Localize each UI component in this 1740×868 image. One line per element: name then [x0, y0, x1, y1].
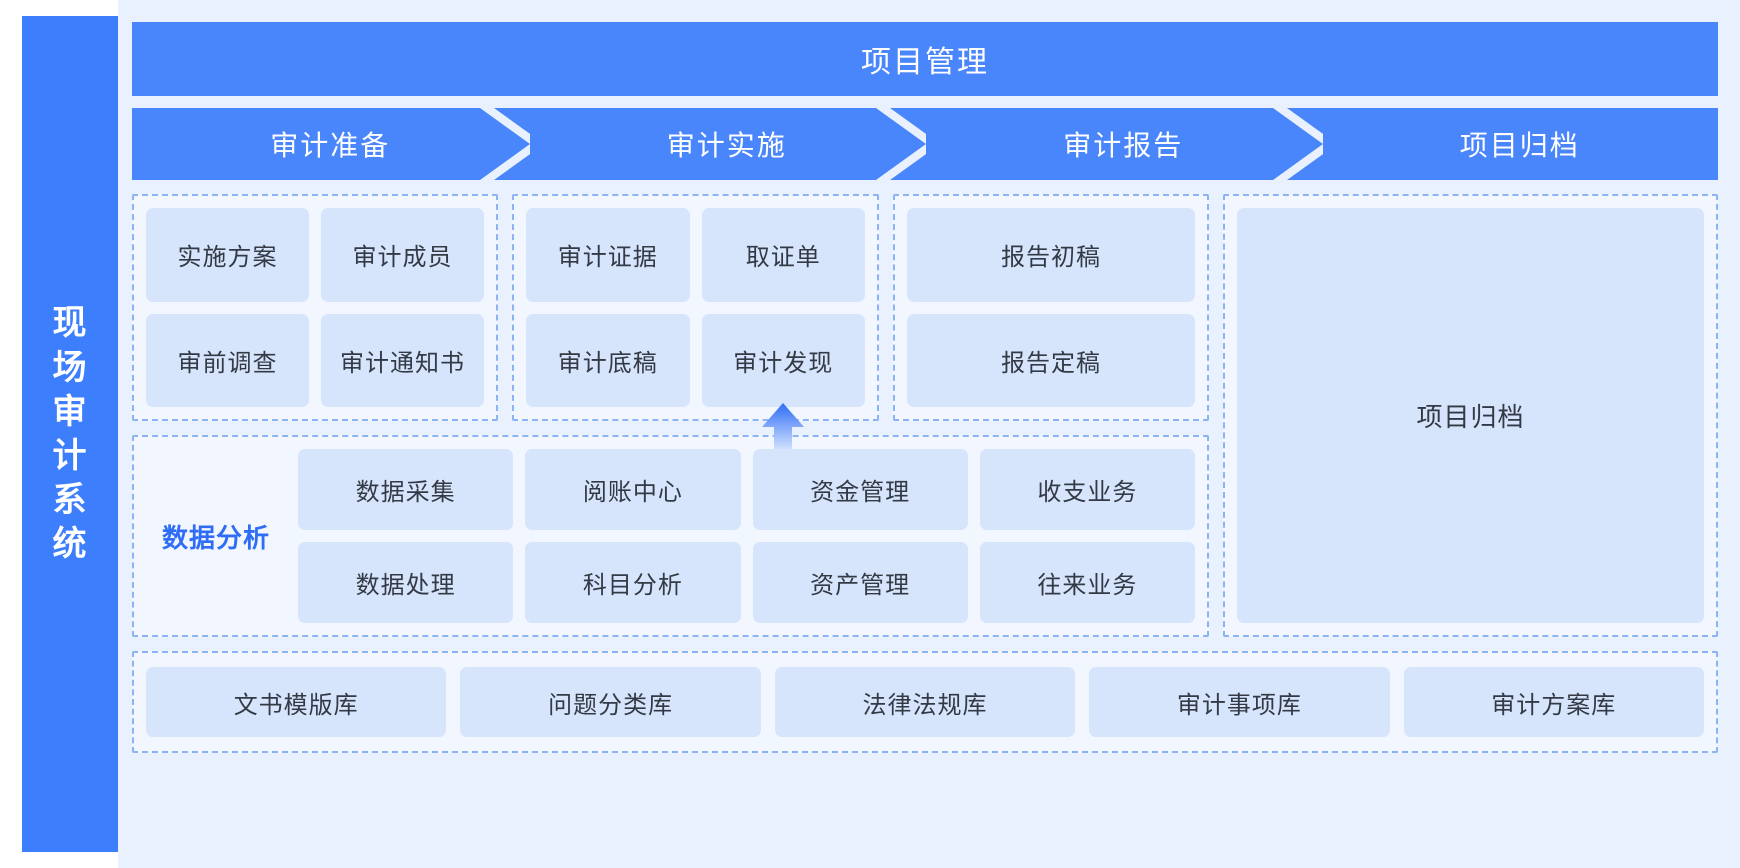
card-shenji-faxian[interactable]: 审计发现 — [701, 313, 865, 407]
card-zichan-guanli[interactable]: 资产管理 — [752, 542, 968, 623]
content-region: 实施方案 审计成员 审前调查 审计通知书 审计证据 取证单 审计底稿 审计发现 — [132, 194, 1718, 637]
card-baogao-dinggao[interactable]: 报告定稿 — [907, 313, 1195, 407]
card-xiangmu-guidang[interactable]: 项目归档 — [1237, 208, 1704, 623]
phase-audit-preparation[interactable]: 审计准备 — [132, 108, 530, 180]
header-project-management[interactable]: 项目管理 — [132, 22, 1718, 96]
chevron-right-icon — [876, 108, 926, 180]
card-falv-faguiku[interactable]: 法律法规库 — [774, 667, 1076, 737]
card-shuju-chuli[interactable]: 数据处理 — [298, 542, 514, 623]
phase-audit-report[interactable]: 审计报告 — [925, 108, 1323, 180]
arrow-up-icon — [762, 403, 804, 449]
brand-rail: 现场审计系统 — [22, 16, 118, 852]
card-shishi-fangan[interactable]: 实施方案 — [146, 208, 309, 302]
group-data-analysis: 数据分析 数据采集 阅账中心 资金管理 收支业务 数据处理 科目分析 资产管理 … — [132, 403, 1209, 637]
card-shouzhi-yewu[interactable]: 收支业务 — [979, 449, 1195, 530]
card-yuezhang-zhongxin[interactable]: 阅账中心 — [525, 449, 741, 530]
phase-label: 审计实施 — [666, 130, 787, 161]
phase-label: 审计报告 — [1063, 130, 1184, 161]
group-audit-implementation: 审计证据 取证单 审计底稿 审计发现 — [512, 194, 879, 421]
card-zijin-guanli[interactable]: 资金管理 — [752, 449, 968, 530]
card-baogao-chugao[interactable]: 报告初稿 — [907, 208, 1195, 302]
group-knowledge-libraries: 文书模版库 问题分类库 法律法规库 审计事项库 审计方案库 — [132, 651, 1718, 753]
brand-title: 现场审计系统 — [52, 304, 88, 564]
phase-label: 项目归档 — [1459, 130, 1580, 161]
card-shenji-zhengju[interactable]: 审计证据 — [526, 208, 690, 302]
group-project-archive: 项目归档 — [1223, 194, 1718, 637]
card-shenji-tongzhishu[interactable]: 审计通知书 — [321, 313, 484, 407]
card-quzhengdan[interactable]: 取证单 — [701, 208, 865, 302]
phase-label: 审计准备 — [270, 130, 391, 161]
card-shenqian-diaocha[interactable]: 审前调查 — [146, 313, 309, 407]
main-board: 项目管理 审计准备 审计实施 审计报告 — [118, 0, 1740, 868]
left-stack: 实施方案 审计成员 审前调查 审计通知书 审计证据 取证单 审计底稿 审计发现 — [132, 194, 1209, 637]
chevron-right-icon — [479, 108, 530, 180]
card-shenji-digao[interactable]: 审计底稿 — [526, 313, 690, 407]
card-shenji-shixiangku[interactable]: 审计事项库 — [1089, 667, 1390, 737]
card-shuju-caiji[interactable]: 数据采集 — [298, 449, 514, 530]
header-title: 项目管理 — [861, 46, 989, 79]
data-analysis-label: 数据分析 — [161, 522, 270, 553]
card-wanglai-yewu[interactable]: 往来业务 — [979, 542, 1195, 623]
chevron-right-icon — [1272, 108, 1323, 180]
card-shenji-chengyuan[interactable]: 审计成员 — [321, 208, 484, 302]
card-kemu-fenxi[interactable]: 科目分析 — [525, 542, 741, 623]
group-audit-preparation: 实施方案 审计成员 审前调查 审计通知书 — [132, 194, 498, 421]
card-wenshu-mobanku[interactable]: 文书模版库 — [146, 667, 447, 737]
phase-audit-implementation[interactable]: 审计实施 — [528, 108, 926, 180]
card-wenti-fenleiku[interactable]: 问题分类库 — [460, 667, 761, 737]
top-groups: 实施方案 审计成员 审前调查 审计通知书 审计证据 取证单 审计底稿 审计发现 — [132, 194, 1209, 421]
group-audit-report: 报告初稿 报告定稿 — [893, 194, 1209, 421]
phase-bar: 审计准备 审计实施 审计报告 项目归档 — [132, 108, 1718, 180]
phase-project-archive[interactable]: 项目归档 — [1321, 108, 1718, 180]
card-shenji-fanganku[interactable]: 审计方案库 — [1403, 667, 1704, 737]
